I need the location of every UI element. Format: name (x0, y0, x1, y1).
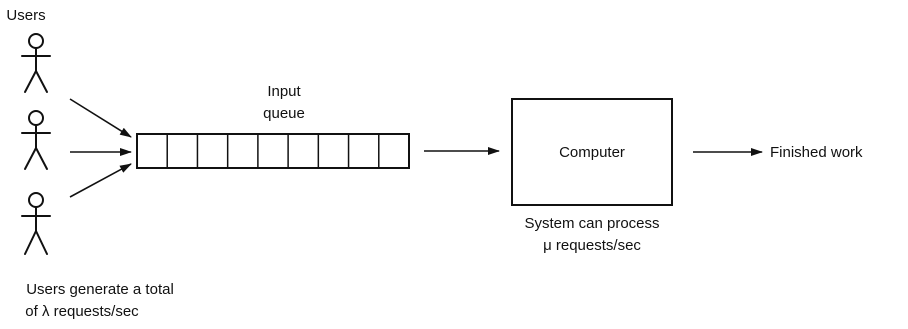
computer-caption-line1: System can process (524, 215, 659, 232)
input-queue (136, 133, 410, 169)
user-to-queue-arrow (69, 163, 132, 198)
users-caption-line1: Users generate a total (26, 281, 174, 298)
queue-outline (136, 133, 410, 169)
finished-work-label: Finished work (770, 144, 863, 161)
computer-caption-line2: μ requests/sec (543, 237, 641, 254)
user-figure (21, 33, 51, 93)
user-figure (21, 110, 51, 170)
user-to-queue-arrow (69, 98, 132, 138)
users-caption-line2: of λ requests/sec (25, 303, 139, 320)
users-label: Users (6, 7, 45, 24)
queue-label-line2: queue (263, 105, 305, 122)
queue-label-line1: Input (267, 83, 301, 100)
computer-label: Computer (559, 144, 625, 161)
user-figure (21, 192, 51, 255)
computer-box (511, 98, 673, 206)
